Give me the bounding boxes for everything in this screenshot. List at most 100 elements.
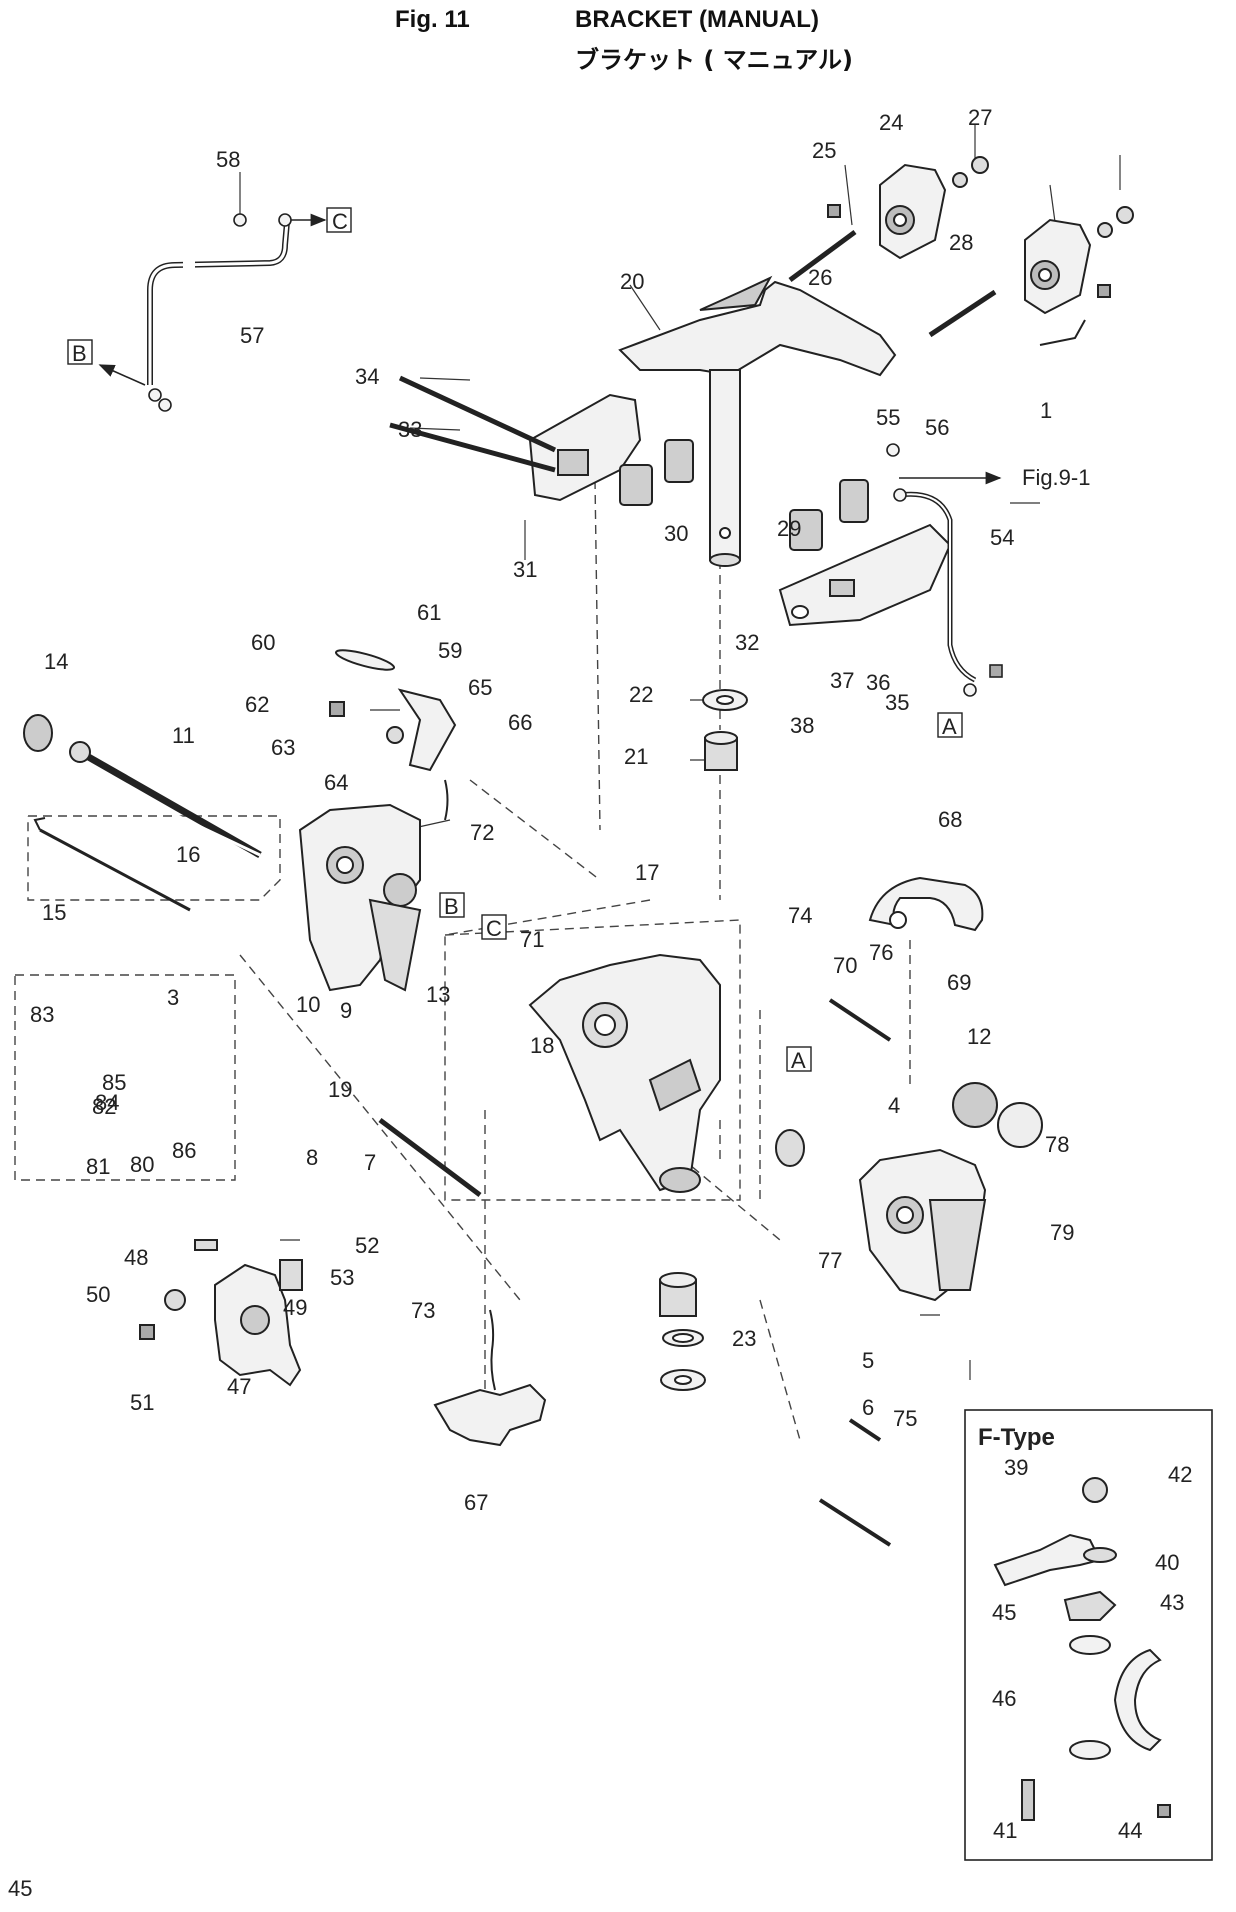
callout: 19: [328, 1077, 352, 1102]
rods: [23, 714, 892, 1547]
callout: 69: [947, 970, 971, 995]
callout: 60: [251, 630, 275, 655]
bushings: [659, 689, 748, 1391]
callout: 85: [102, 1070, 126, 1095]
tilt-lever-47: [139, 1239, 303, 1387]
callout: 48: [124, 1245, 148, 1270]
callout: 9: [340, 998, 352, 1023]
callout: 26: [808, 265, 832, 290]
rubber-blocks-29-30: [619, 439, 869, 551]
callout: 65: [468, 675, 492, 700]
callout: 59: [438, 638, 462, 663]
svg-text:A: A: [791, 1048, 806, 1073]
svg-text:A: A: [942, 714, 957, 739]
callout: 4: [888, 1093, 900, 1118]
callout: 52: [355, 1233, 379, 1258]
callout: 41: [993, 1818, 1017, 1843]
callout: 12: [967, 1024, 991, 1049]
callout: 16: [176, 842, 200, 867]
callout: 28: [949, 230, 973, 255]
callout: 5: [862, 1348, 874, 1373]
callout: 18: [530, 1033, 554, 1058]
callout: 17: [635, 860, 659, 885]
callout: 86: [172, 1138, 196, 1163]
callout: 56: [925, 415, 949, 440]
callout: 25: [812, 138, 836, 163]
assembly-lines: [14, 479, 911, 1441]
ref-box-a-mid: A: [786, 1046, 812, 1073]
callout: 83: [30, 1002, 54, 1027]
callout: 74: [788, 903, 812, 928]
callout: 81: [86, 1154, 110, 1179]
callout: 47: [227, 1374, 251, 1399]
callout: 23: [732, 1326, 756, 1351]
swivel-bracket-17: [528, 953, 721, 1193]
callout: 36: [866, 670, 890, 695]
callout: 38: [790, 713, 814, 738]
callout: 61: [417, 600, 441, 625]
callout: 58: [216, 147, 240, 172]
side-plate-31: [389, 375, 642, 502]
lock-lever-67: [433, 1309, 547, 1447]
ref-box-a-right: A: [937, 712, 963, 739]
callout: 53: [330, 1265, 354, 1290]
callout-numbers: 1 3 4 5 6 7 8 9 10 11 12 13 14 15 16 17 …: [30, 105, 1192, 1843]
callout: 14: [44, 649, 68, 674]
figure-number: Fig. 11: [395, 6, 470, 33]
callout: 40: [1155, 1550, 1179, 1575]
callout: 62: [245, 692, 269, 717]
callout: 34: [355, 364, 379, 389]
callout: 51: [130, 1390, 154, 1415]
callout: 35: [885, 690, 909, 715]
callout: 27: [968, 105, 992, 130]
clamp-bracket-4: [858, 1148, 987, 1302]
callout: 46: [992, 1686, 1016, 1711]
ground-cable-57: [98, 213, 327, 412]
callout: 20: [620, 269, 644, 294]
fig-reference: Fig.9-1: [1022, 465, 1090, 490]
callout: 66: [508, 710, 532, 735]
callout: 33: [398, 417, 422, 442]
steering-bracket-20: [618, 275, 897, 567]
ref-box-c-mid: C: [481, 914, 507, 941]
callout: 78: [1045, 1132, 1069, 1157]
callout: 57: [240, 323, 264, 348]
callout: 49: [283, 1295, 307, 1320]
callout: 72: [470, 820, 494, 845]
callout: 82: [92, 1094, 116, 1119]
callout: 64: [324, 770, 348, 795]
link-59-60: [329, 649, 457, 821]
callout: 70: [833, 953, 857, 978]
callout: 31: [513, 557, 537, 582]
callout: 7: [364, 1150, 376, 1175]
svg-text:C: C: [332, 209, 348, 234]
callout: 32: [735, 630, 759, 655]
callout: 71: [520, 927, 544, 952]
callout: 55: [876, 405, 900, 430]
figure-title-en: BRACKET (MANUAL): [575, 6, 819, 33]
callout: 54: [990, 525, 1014, 550]
callout: 68: [938, 807, 962, 832]
callout: 1: [1040, 398, 1052, 423]
callout: 76: [869, 940, 893, 965]
callout: 77: [818, 1248, 842, 1273]
callout: 6: [862, 1395, 874, 1420]
callout: 37: [830, 668, 854, 693]
callout: 11: [172, 723, 195, 748]
svg-text:B: B: [444, 894, 459, 919]
clamp-bracket-2: [298, 803, 422, 992]
callout: 24: [879, 110, 903, 135]
callout: 79: [1050, 1220, 1074, 1245]
callout: 39: [1004, 1455, 1028, 1480]
callout: 29: [777, 516, 801, 541]
callout: 42: [1168, 1462, 1192, 1487]
callout: 44: [1118, 1818, 1142, 1843]
callout: 22: [629, 682, 653, 707]
svg-text:B: B: [72, 341, 87, 366]
callout: 3: [167, 985, 179, 1010]
figure-title-ja: ブラケット ( マニュアル): [575, 46, 853, 74]
knobs: [775, 1082, 1043, 1167]
svg-text:C: C: [486, 916, 502, 941]
callout: 43: [1160, 1590, 1184, 1615]
